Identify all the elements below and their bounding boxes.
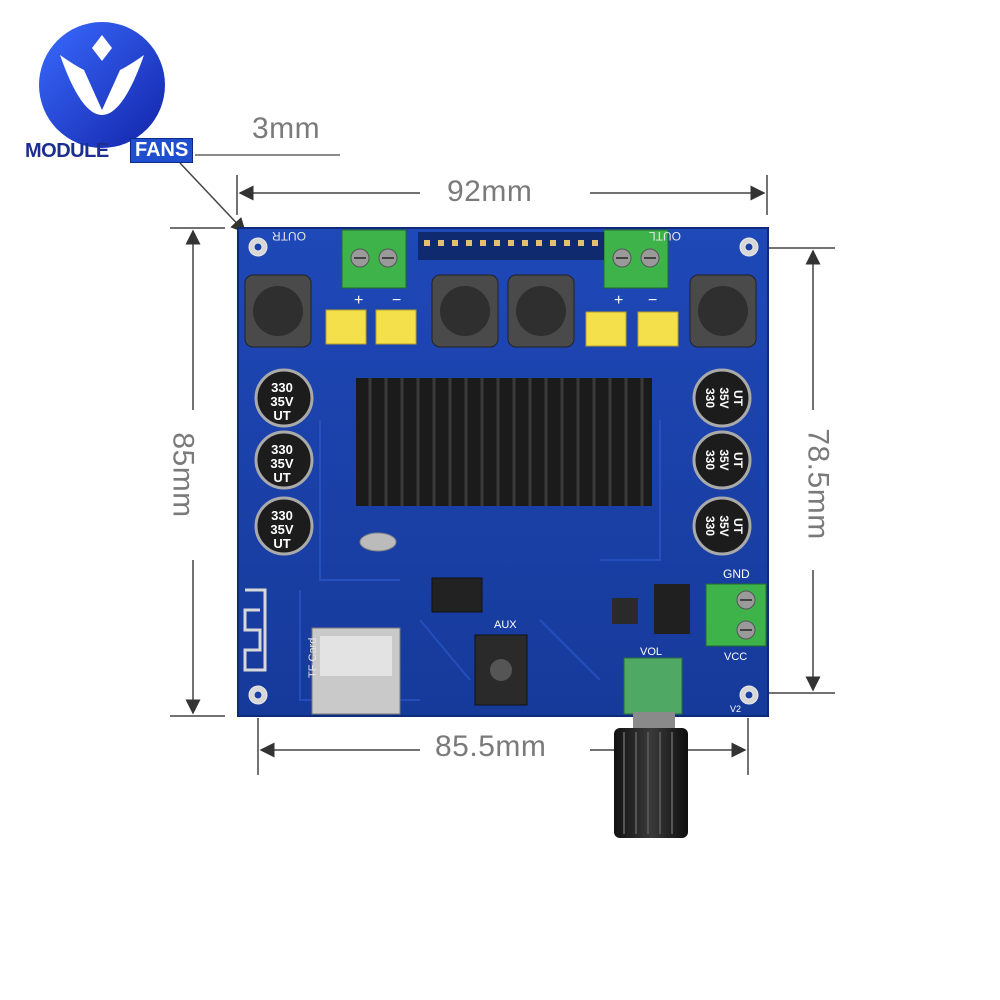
regulator	[654, 584, 690, 634]
cap-r2-voltage: 35V	[717, 449, 731, 470]
cap-l2-value: 330	[271, 442, 293, 457]
cap-l3-series: UT	[273, 536, 290, 551]
terminal-outl	[603, 229, 669, 289]
cap-r1-value: 330	[703, 388, 717, 408]
bluetooth-antenna	[243, 588, 267, 672]
mounting-holes	[248, 237, 759, 705]
cap-l1-voltage: 35V	[270, 394, 293, 409]
brand-name-fans: FANS	[130, 138, 194, 163]
label-v2: V2	[730, 704, 741, 714]
cap-r3-voltage: 35V	[717, 515, 731, 536]
cap-l3-voltage: 35V	[270, 522, 293, 537]
label-gnd: GND	[723, 567, 750, 581]
film-capacitors	[325, 309, 679, 347]
ic-chip	[431, 577, 483, 613]
cap-r1-series: UT	[731, 390, 745, 407]
label-vol: VOL	[640, 646, 662, 658]
width-label: 92mm	[447, 175, 533, 208]
label-vcc: VCC	[724, 651, 747, 663]
label-minus-r: −	[392, 292, 401, 309]
label-outr: OUTR	[272, 229, 306, 243]
label-aux: AUX	[494, 619, 517, 631]
terminal-outr	[341, 229, 407, 289]
small-transistor	[612, 598, 638, 624]
cap-l1-series: UT	[273, 408, 290, 423]
tf-card-slot	[311, 627, 401, 715]
cap-r1-voltage: 35V	[717, 387, 731, 408]
aux-jack	[474, 634, 528, 706]
electrolytic-capacitors-right	[692, 368, 752, 556]
inductors	[244, 274, 757, 348]
brand-logo	[39, 22, 165, 148]
heatsink	[356, 378, 652, 506]
terminal-power	[705, 583, 767, 647]
label-plus-r: +	[354, 292, 363, 309]
cap-r3-value: 330	[703, 516, 717, 536]
hole-offset-label: 3mm	[252, 112, 321, 145]
cap-l2-voltage: 35V	[270, 456, 293, 471]
volume-knob	[614, 657, 688, 838]
cap-l1-value: 330	[271, 380, 293, 395]
label-plus-l: +	[614, 292, 623, 309]
cap-r2-value: 330	[703, 450, 717, 470]
crystal	[359, 532, 397, 552]
hole-spacing-h-label: 85.5mm	[435, 730, 547, 763]
header-pins	[418, 232, 604, 260]
cap-r2-series: UT	[731, 452, 745, 469]
electrolytic-capacitors-left	[254, 368, 314, 556]
brand-name-module: MODULE	[25, 140, 109, 162]
label-outl: OUTL	[649, 229, 681, 243]
cap-l3-value: 330	[271, 508, 293, 523]
label-minus-l: −	[648, 292, 657, 309]
cap-r3-series: UT	[731, 518, 745, 535]
hole-offset-leader	[179, 162, 247, 234]
cap-l2-series: UT	[273, 470, 290, 485]
label-tf-card: TF Card	[307, 638, 319, 678]
